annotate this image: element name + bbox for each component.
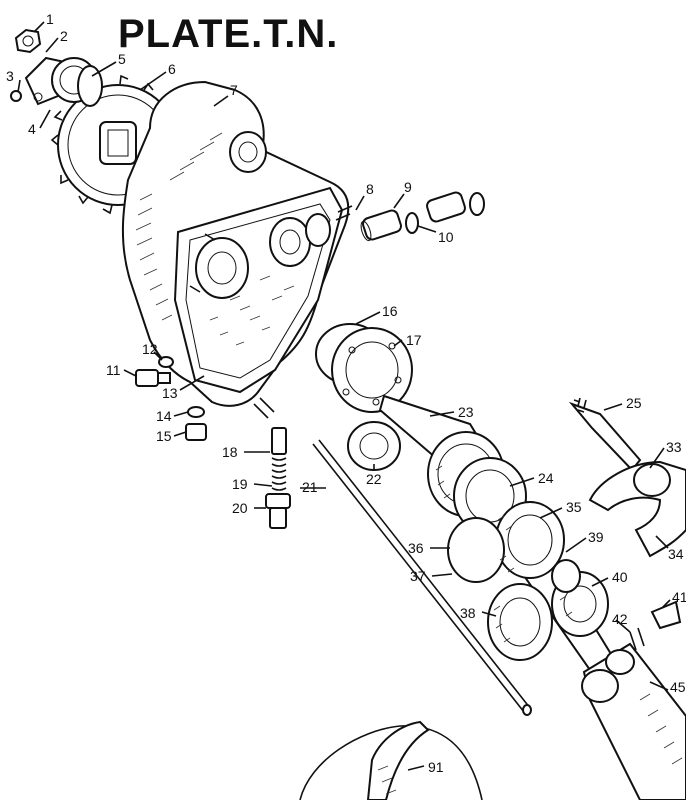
selector-fork [568,397,686,558]
callout-7: 7 [230,82,238,98]
kickstart-spring-detail [299,720,483,800]
callout-11: 11 [106,362,121,378]
callout-91: 91 [428,759,444,775]
callout-45: 45 [670,679,686,695]
plate-title: PLATE.T.N. [118,12,338,56]
callout-4: 4 [28,121,36,137]
callout-14: 14 [156,408,172,424]
leader-lines [17,21,671,771]
callout-36: 36 [408,540,424,556]
callout-2: 2 [60,28,68,44]
callout-34: 34 [668,546,684,562]
callout-9: 9 [404,179,412,195]
callout-24: 24 [538,470,554,486]
callout-21: 21 [302,479,318,495]
mainshaft-gear-cluster [378,394,624,692]
callout-33: 33 [666,439,682,455]
callout-19: 19 [232,476,248,492]
cam-plate-parts [629,600,682,651]
callout-22: 22 [366,471,382,487]
callout-25: 25 [626,395,642,411]
callout-37: 37 [410,568,426,584]
callout-41: 41 [672,589,686,605]
callout-labels: 1 2 3 4 5 6 7 8 9 10 11 12 13 14 15 16 1… [6,11,686,775]
callout-38: 38 [460,605,476,621]
callout-10: 10 [438,229,454,245]
selector-rod [312,439,532,716]
locknut-assembly [10,28,103,107]
callout-40: 40 [612,569,628,585]
callout-23: 23 [458,404,474,420]
callout-5: 5 [118,51,126,67]
layshaft-bearing [347,421,401,471]
gearbox-housing [121,80,353,419]
callout-1: 1 [46,11,54,27]
callout-3: 3 [6,68,14,84]
callout-39: 39 [588,529,604,545]
callout-12: 12 [142,341,158,357]
callout-35: 35 [566,499,582,515]
sleeve-gear-shaft [581,642,686,800]
callout-17: 17 [406,332,422,348]
callout-18: 18 [222,444,238,460]
callout-20: 20 [232,500,248,516]
callout-15: 15 [156,428,172,444]
callout-8: 8 [366,181,374,197]
callout-16: 16 [382,303,398,319]
callout-42: 42 [612,611,628,627]
callout-13: 13 [162,385,178,401]
bushes-and-seals [360,191,485,242]
callout-6: 6 [168,61,176,77]
main-bearing [315,323,413,413]
